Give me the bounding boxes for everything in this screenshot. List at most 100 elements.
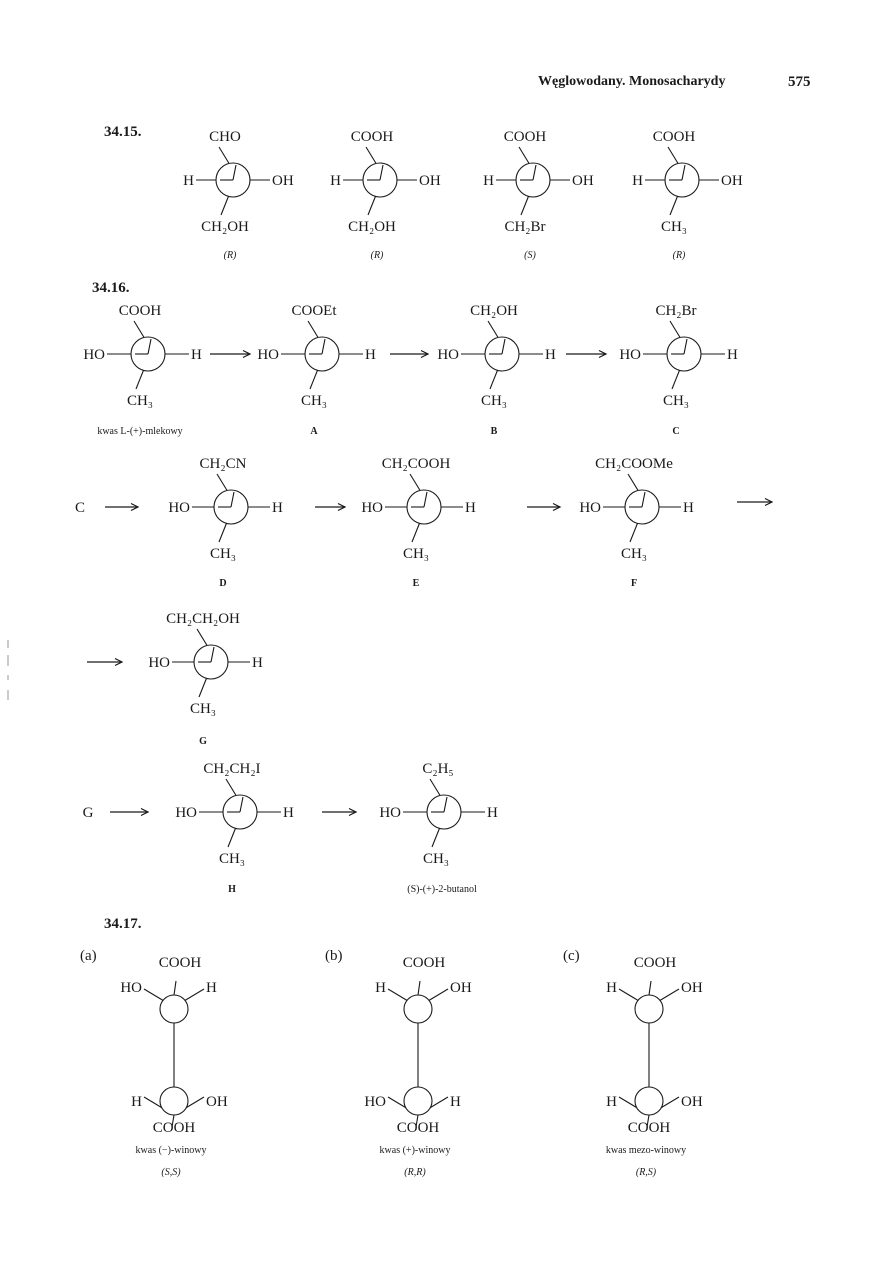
right-substituent: H	[487, 805, 498, 821]
bottom-bond	[489, 368, 499, 390]
lower-right-bond	[427, 1096, 449, 1110]
top-substituent: COOEt	[292, 303, 338, 319]
top-bond	[173, 980, 177, 996]
top-substituent: CH₂COOMe	[595, 456, 673, 472]
bottom-bond	[520, 194, 530, 216]
reaction-arrow	[322, 807, 358, 817]
right-substituent: OH	[419, 173, 441, 189]
front-bond	[232, 164, 237, 181]
compound-label: G	[199, 736, 207, 747]
back-ring	[403, 1086, 433, 1116]
start-compound-label: C	[75, 500, 85, 516]
top-bond	[307, 320, 320, 340]
upper-right-bond	[427, 988, 449, 1002]
front-left-substituent: HO	[120, 980, 142, 996]
upper-left-bond	[618, 988, 640, 1002]
right-substituent: H	[252, 655, 263, 671]
compound-label: H	[228, 884, 236, 895]
lower-left-bond	[387, 1096, 409, 1110]
upper-right-bond	[658, 988, 680, 1002]
top-bond	[518, 146, 531, 166]
right-substituent: H	[545, 347, 556, 363]
left-substituent: H	[483, 173, 494, 189]
top-bond	[429, 778, 442, 798]
top-substituent: COOH	[504, 129, 547, 145]
bottom-substituent: CH₃	[210, 546, 236, 562]
bottom-bond	[646, 1114, 650, 1128]
back-ring	[159, 1086, 189, 1116]
compound-label: E	[413, 578, 420, 589]
configuration-label: (S)	[524, 250, 536, 261]
reaction-arrow	[390, 349, 430, 359]
left-substituent: HO	[579, 500, 601, 516]
front-left-substituent: H	[375, 980, 386, 996]
top-substituent: CH₂CN	[200, 456, 247, 472]
structure-tag: (b)	[325, 948, 343, 964]
compound-name: kwas (+)-winowy	[380, 1145, 451, 1156]
compound-name: kwas (−)-winowy	[136, 1145, 207, 1156]
reaction-arrow	[87, 657, 124, 667]
top-bond	[409, 473, 422, 493]
front-left-substituent: H	[606, 980, 617, 996]
compound-label: D	[219, 578, 226, 589]
bottom-substituent: CH₃	[219, 851, 245, 867]
top-substituent: CH₂CH₂I	[203, 761, 260, 777]
section-34-17-label: 34.17.	[104, 916, 142, 932]
front-bond	[641, 491, 646, 508]
right-substituent: H	[365, 347, 376, 363]
front-bond	[210, 646, 215, 663]
bottom-bond	[671, 368, 681, 390]
compound-label: (S)-(+)-2-butanol	[407, 884, 477, 895]
top-bond	[487, 320, 500, 340]
back-left-substituent: HO	[364, 1094, 386, 1110]
left-substituent: H	[183, 173, 194, 189]
top-substituent: CH₂CH₂OH	[166, 611, 240, 627]
lower-left-bond	[618, 1096, 640, 1110]
right-substituent: OH	[272, 173, 294, 189]
left-substituent: HO	[175, 805, 197, 821]
reaction-arrow	[737, 497, 774, 507]
bottom-bond	[227, 826, 237, 848]
top-bond	[133, 320, 146, 340]
compound-label: F	[631, 578, 637, 589]
top-bond	[216, 473, 229, 493]
bottom-bond	[220, 194, 230, 216]
bottom-substituent: CH₃	[481, 393, 507, 409]
structure-tag: (c)	[563, 948, 580, 964]
bottom-bond	[431, 826, 441, 848]
configuration-label: (S,S)	[161, 1167, 181, 1178]
front-ring	[403, 994, 433, 1024]
top-carboxyl: COOH	[403, 955, 446, 971]
left-substituent: HO	[361, 500, 383, 516]
right-substituent: H	[727, 347, 738, 363]
top-bond	[669, 320, 682, 340]
configuration-label: (R,R)	[404, 1167, 426, 1178]
reaction-arrow	[210, 349, 252, 359]
back-left-substituent: H	[131, 1094, 142, 1110]
upper-left-bond	[387, 988, 409, 1002]
front-ring	[159, 994, 189, 1024]
left-substituent: HO	[257, 347, 279, 363]
back-right-substituent: OH	[681, 1094, 703, 1110]
back-ring	[634, 1086, 664, 1116]
back-right-substituent: H	[450, 1094, 461, 1110]
front-ring	[634, 994, 664, 1024]
right-substituent: OH	[721, 173, 743, 189]
upper-left-bond	[143, 988, 165, 1002]
running-header: Węglowodany. Monosacharydy	[538, 74, 726, 89]
top-carboxyl: COOH	[634, 955, 677, 971]
front-right-substituent: OH	[450, 980, 472, 996]
bottom-bond	[198, 676, 208, 698]
